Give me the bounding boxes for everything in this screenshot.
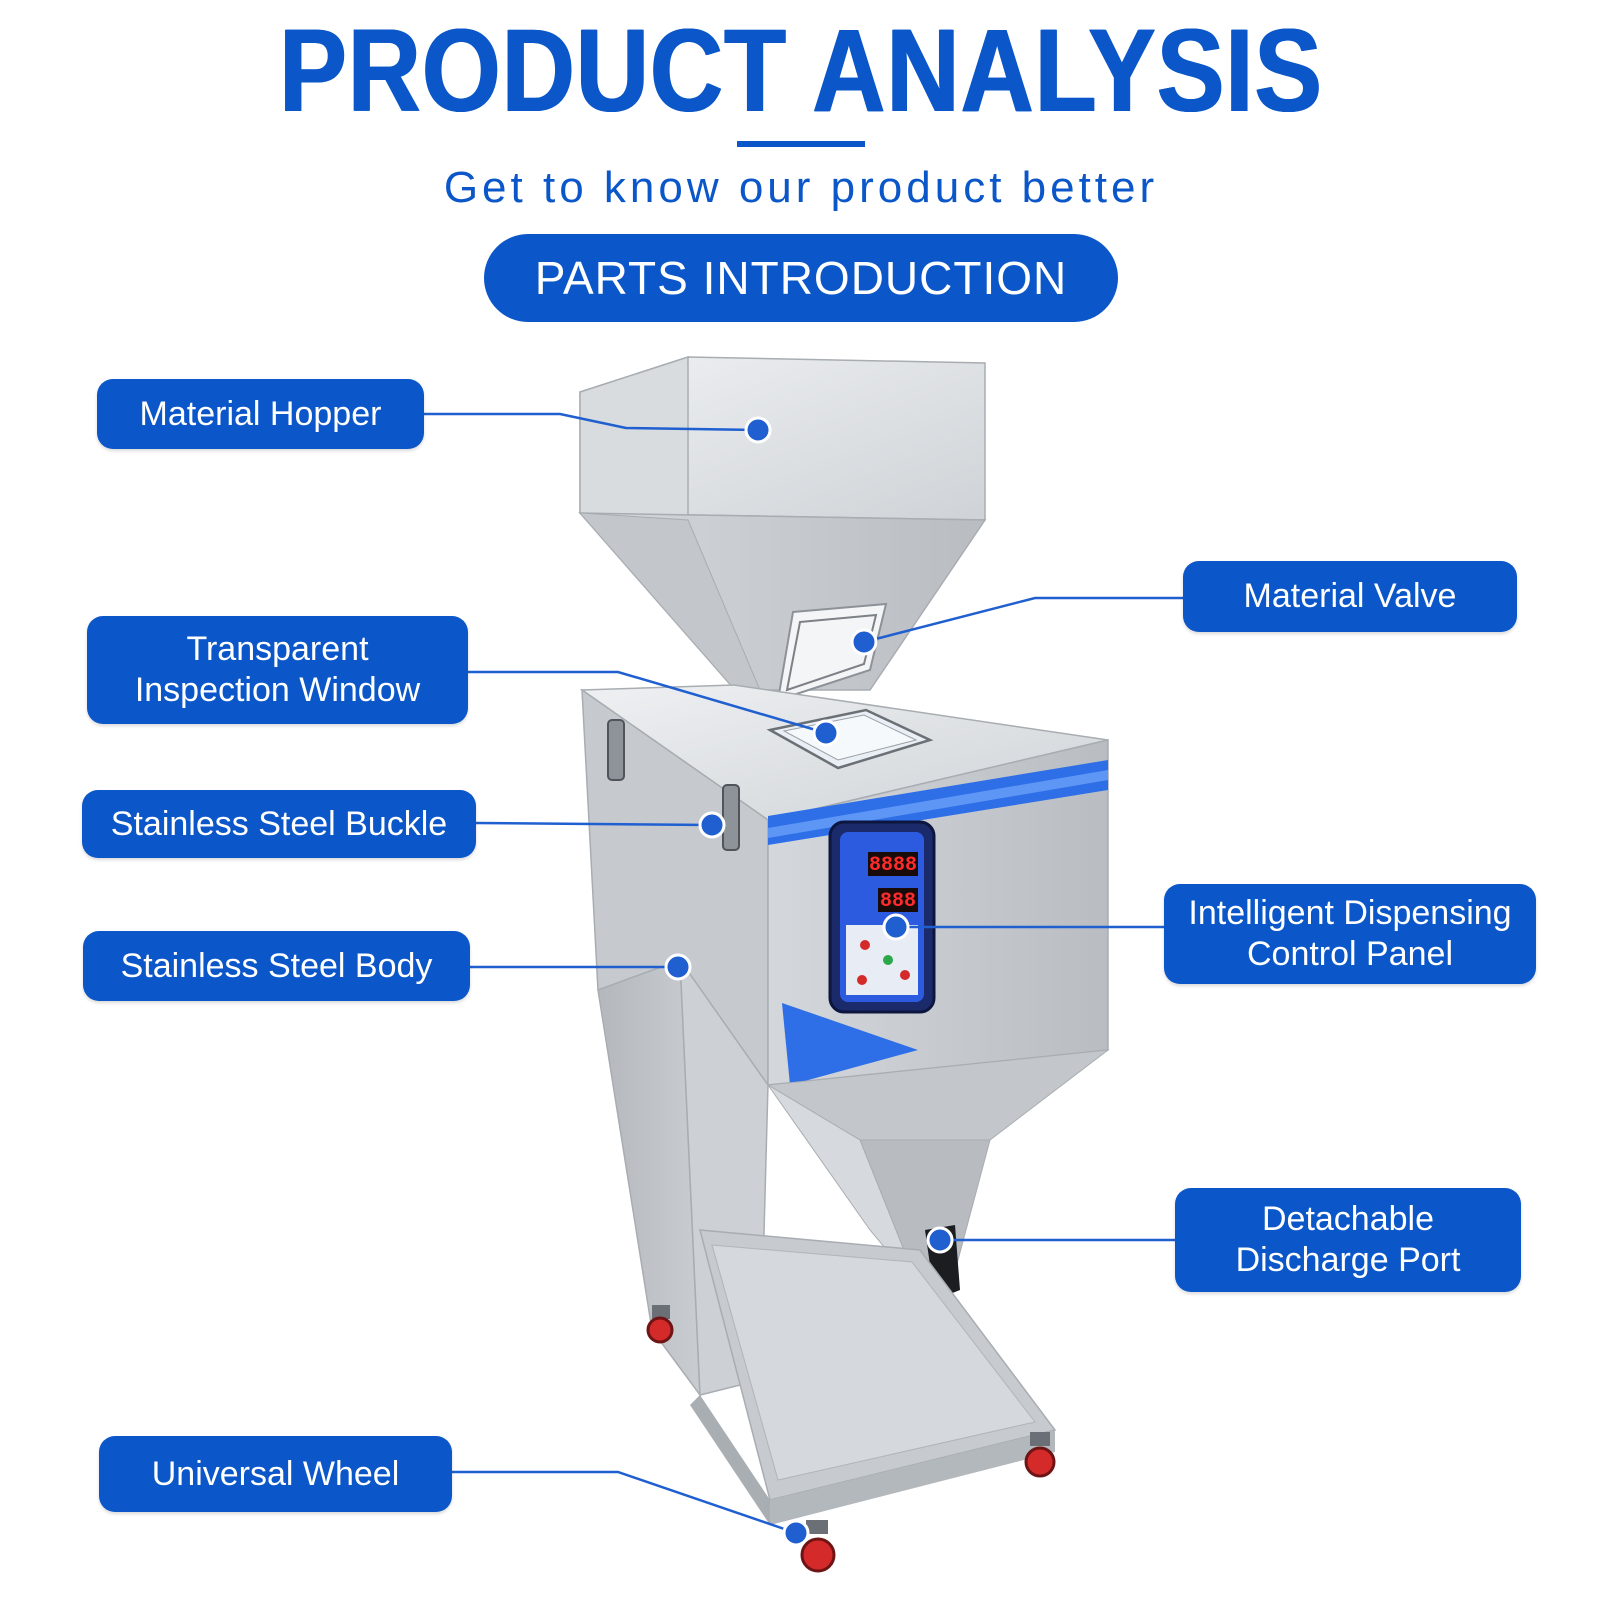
- marker-discharge-port: [926, 1226, 954, 1254]
- label-transparent-inspection-window: Transparent Inspection Window: [87, 616, 468, 724]
- marker-control-panel: [882, 913, 910, 941]
- label-material-valve: Material Valve: [1183, 561, 1517, 632]
- label-text: Stainless Steel Body: [120, 946, 433, 985]
- label-universal-wheel: Universal Wheel: [99, 1436, 452, 1512]
- machine-lower-body: [597, 957, 1110, 1525]
- leader-line-valve: [863, 596, 1183, 644]
- section-badge-text: PARTS INTRODUCTION: [534, 252, 1068, 304]
- marker-material-hopper: [744, 416, 772, 444]
- label-text: Transparent Inspection Window: [134, 630, 421, 709]
- label-detachable-discharge-port: Detachable Discharge Port: [1175, 1188, 1521, 1292]
- label-text: Stainless Steel Buckle: [110, 804, 448, 843]
- leader-line-wheel: [452, 1470, 797, 1535]
- material-valve-shape: [776, 602, 888, 702]
- label-text: Intelligent Dispensing Control Panel: [1188, 894, 1512, 973]
- label-material-hopper: Material Hopper: [97, 379, 424, 449]
- leader-line-buckle: [475, 821, 713, 827]
- callout-markers: [664, 416, 954, 1547]
- material-hopper-shape: [578, 355, 987, 691]
- label-text: Detachable Discharge Port: [1235, 1200, 1461, 1279]
- marker-inspection-window: [812, 719, 840, 747]
- stainless-steel-buckle-shape: [607, 719, 740, 851]
- section-badge: PARTS INTRODUCTION: [484, 234, 1118, 322]
- label-stainless-steel-body: Stainless Steel Body: [83, 931, 470, 1001]
- page-subtitle: Get to know our product better: [443, 163, 1159, 212]
- marker-buckle: [698, 811, 726, 839]
- universal-wheel-shape: [646, 1305, 1056, 1573]
- panel-bottom-readout: 888: [880, 890, 916, 913]
- marker-body: [664, 953, 692, 981]
- leader-line-inspection-window: [468, 670, 827, 735]
- label-stainless-steel-buckle: Stainless Steel Buckle: [82, 790, 476, 858]
- label-text: Material Valve: [1243, 577, 1457, 616]
- control-panel-shape: [828, 820, 936, 1014]
- marker-wheel: [782, 1519, 810, 1547]
- title-underline: [737, 141, 865, 147]
- page-title: PRODUCT ANALYSIS: [279, 5, 1323, 137]
- label-text: Material Hopper: [139, 394, 382, 433]
- marker-material-valve: [850, 628, 878, 656]
- leader-lines: [424, 412, 1183, 1535]
- label-text: Universal Wheel: [151, 1454, 400, 1493]
- leader-line-material-hopper: [424, 412, 759, 432]
- panel-top-readout: 8888: [869, 854, 917, 877]
- label-intelligent-dispensing-control-panel: Intelligent Dispensing Control Panel: [1164, 884, 1536, 984]
